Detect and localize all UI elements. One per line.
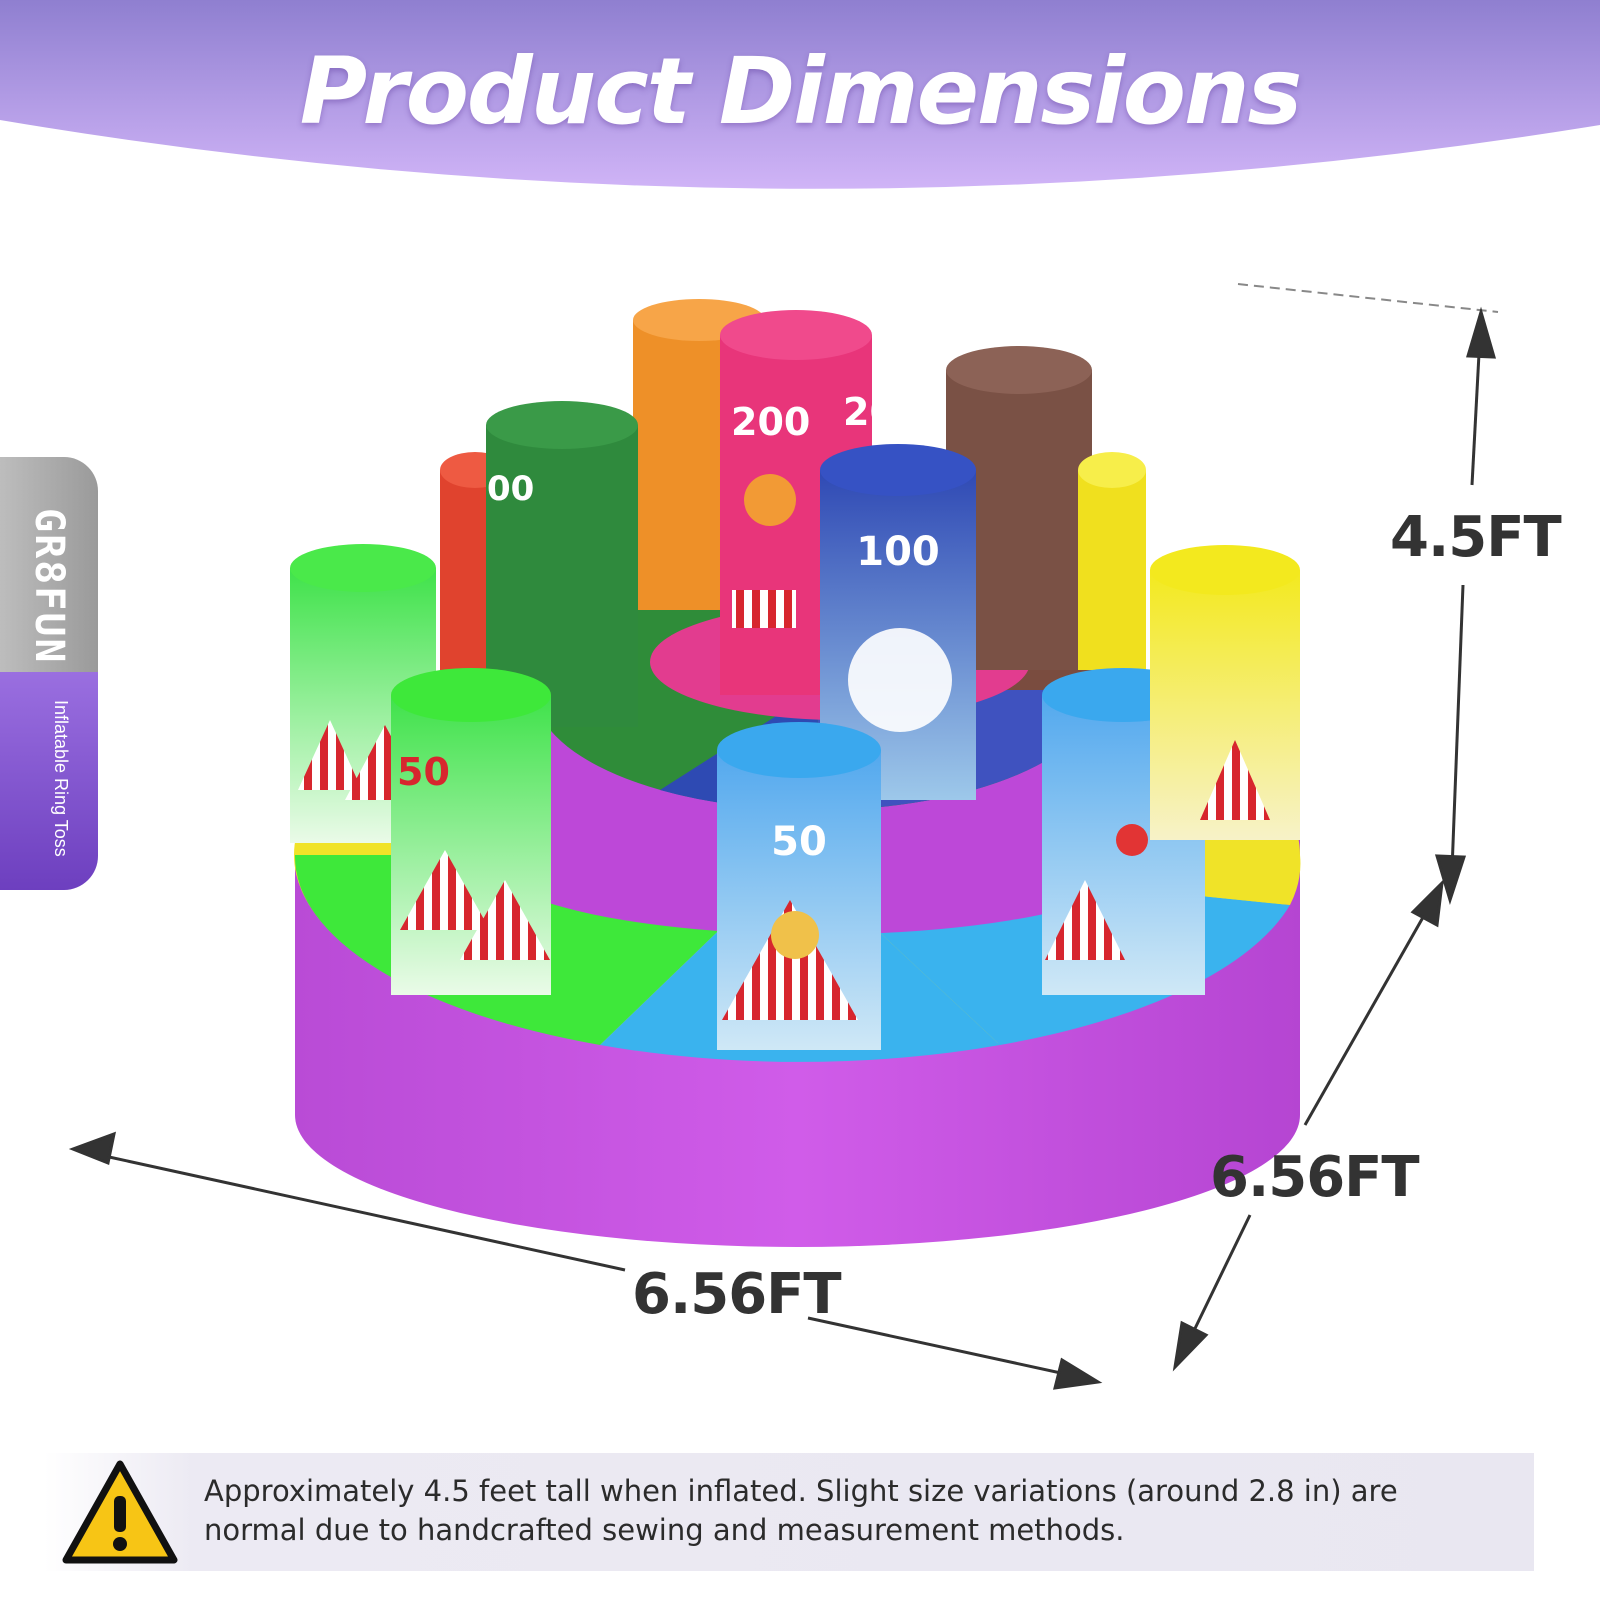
can-green-front: 50 — [391, 668, 551, 995]
width-arrow — [68, 1131, 1103, 1390]
page-title: Product Dimensions — [299, 38, 1302, 145]
height-arrow — [1434, 306, 1497, 906]
can-red-label: 00 — [487, 469, 534, 509]
warning-icon — [62, 1460, 178, 1564]
dimension-guide-line — [1237, 283, 1499, 313]
width-dimension-label: 6.56FT — [632, 1262, 842, 1327]
depth-arrow — [1172, 878, 1445, 1372]
height-dimension-label: 4.5FT — [1390, 505, 1562, 570]
can-yellow-right — [1150, 545, 1300, 840]
product-illustration: 00 200 20 100 50 50 — [68, 283, 1499, 1390]
brand-side-tab — [0, 457, 98, 890]
can-green-front-label: 50 — [397, 750, 450, 794]
header-banner: Product Dimensions — [0, 0, 1600, 210]
brand-logo: GR8FUN — [26, 508, 72, 665]
product-tag: Inflatable Ring Toss — [51, 700, 71, 857]
notice-banner — [44, 1453, 1534, 1571]
can-yellow-back — [1078, 452, 1146, 670]
can-blue-front-label: 50 — [771, 819, 827, 865]
can-blue-label: 100 — [856, 529, 940, 575]
notice-text: Approximately 4.5 feet tall when inflate… — [204, 1474, 1398, 1547]
can-pink-partial-label: 20 — [843, 390, 896, 434]
depth-dimension-label: 6.56FT — [1210, 1145, 1420, 1210]
can-pink-label: 200 — [731, 400, 810, 444]
can-blue-front: 50 — [717, 722, 881, 1050]
